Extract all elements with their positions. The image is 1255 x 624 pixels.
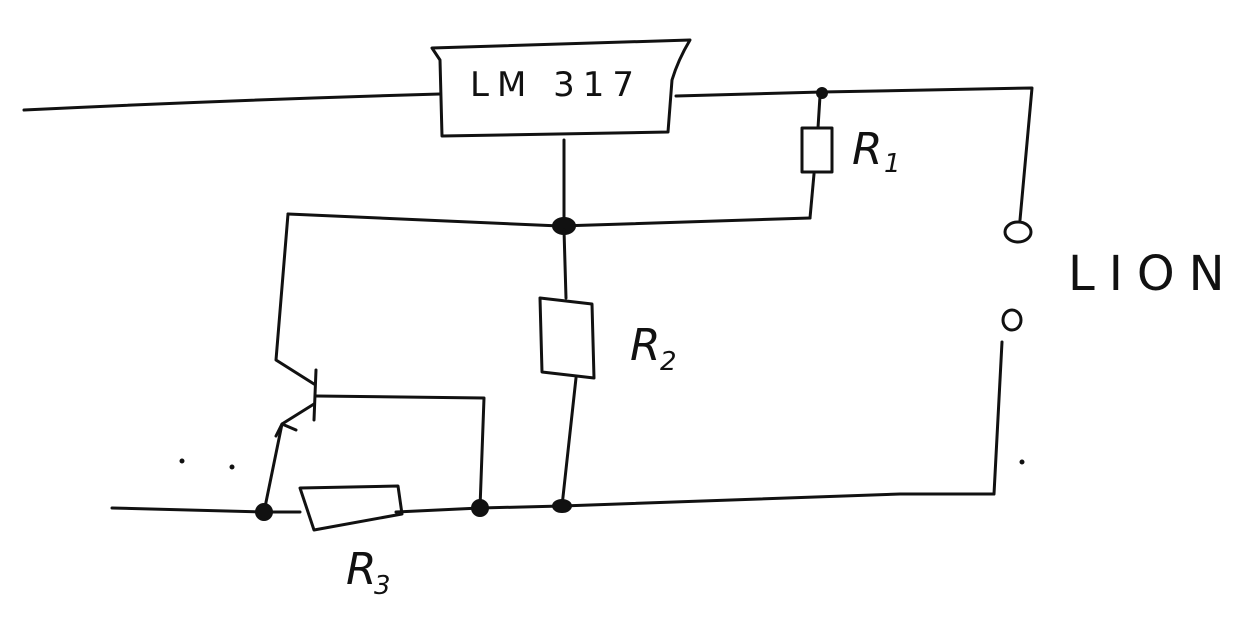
battery-label: LION bbox=[1068, 246, 1239, 302]
transistor-collector-wire bbox=[274, 212, 316, 386]
r1-lead-top bbox=[816, 94, 822, 130]
lm317-label: LM 317 bbox=[470, 65, 642, 105]
transistor-emitter-wire bbox=[262, 402, 316, 514]
r2-index: 2 bbox=[660, 347, 677, 377]
junction-node-r2 bbox=[552, 499, 572, 513]
transistor-base-wire bbox=[314, 394, 486, 510]
lm317-block bbox=[430, 38, 692, 138]
bottom-rail-wire-right bbox=[394, 340, 1004, 514]
stray-dot bbox=[229, 464, 235, 470]
output-wire bbox=[674, 86, 1034, 222]
junction-node-emitter bbox=[255, 503, 273, 521]
r3-index: 3 bbox=[374, 571, 391, 601]
adj-node-wire bbox=[286, 212, 812, 228]
input-wire bbox=[22, 92, 442, 112]
r2-resistor bbox=[538, 296, 596, 380]
battery-terminal-positive bbox=[1003, 220, 1033, 244]
r1-index: 1 bbox=[884, 149, 901, 179]
r3-resistor bbox=[298, 484, 404, 532]
r1-label: R bbox=[852, 124, 883, 175]
stray-dot bbox=[179, 458, 185, 464]
r1-resistor bbox=[800, 126, 834, 174]
r2-label: R bbox=[630, 320, 661, 371]
battery-terminal-negative bbox=[1001, 308, 1023, 332]
r2-lead-bottom bbox=[560, 376, 578, 508]
emitter-arrow-icon bbox=[274, 422, 298, 438]
r3-label: R bbox=[346, 544, 377, 595]
r2-lead-top bbox=[562, 228, 568, 300]
junction-node-base bbox=[471, 499, 489, 517]
r1-lead-bottom bbox=[808, 172, 816, 220]
stray-dot bbox=[1019, 459, 1025, 465]
